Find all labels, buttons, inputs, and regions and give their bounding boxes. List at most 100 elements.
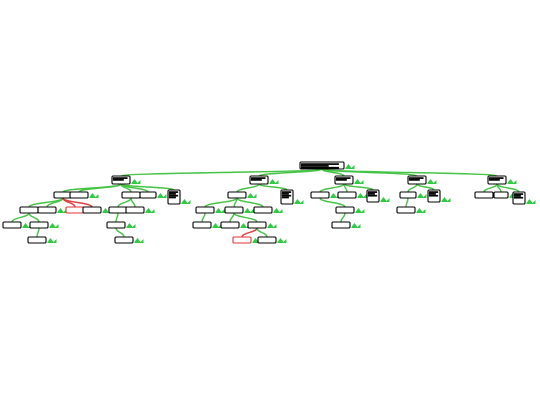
tree-node-e4[interactable]	[257, 236, 287, 244]
node-text-line	[408, 177, 424, 179]
node-text-line	[335, 177, 351, 179]
node-box	[82, 206, 102, 214]
edge-a5-b13	[483, 183, 498, 193]
status-marker-icon	[181, 199, 191, 204]
node-box	[2, 221, 22, 229]
status-marker-icon	[22, 223, 32, 228]
edge-d6-e3	[241, 227, 258, 238]
status-marker-icon	[273, 208, 283, 213]
node-text-line	[335, 179, 347, 181]
edge-a2-b6	[236, 183, 260, 193]
status-marker-icon	[351, 223, 361, 228]
edge-root-a5	[321, 168, 498, 177]
status-marker-icon	[57, 208, 67, 213]
edge-a1-b1	[62, 183, 122, 193]
tree-node-b7[interactable]	[280, 189, 304, 205]
node-box	[331, 221, 351, 229]
node-text-line	[408, 179, 420, 181]
status-marker-icon	[417, 193, 427, 198]
tree-node-c8[interactable]	[224, 206, 254, 214]
edge-a4-b11	[407, 183, 418, 193]
tree-node-c6[interactable]	[125, 206, 155, 214]
node-box	[108, 206, 128, 214]
edge-a3-b8	[319, 183, 345, 193]
node-text-line	[300, 166, 339, 169]
tree-node-b10[interactable]	[366, 189, 390, 203]
tree-node-a3[interactable]	[334, 175, 364, 185]
tree-node-a1[interactable]	[111, 175, 141, 185]
tree-node-d3[interactable]	[106, 221, 136, 229]
edge-d2-e1	[36, 227, 40, 238]
tree-node-root[interactable]	[299, 161, 355, 170]
tree-node-b6[interactable]	[227, 191, 257, 199]
tree-node-d4[interactable]	[192, 221, 222, 229]
status-marker-icon	[441, 197, 451, 202]
status-marker-icon	[247, 193, 257, 198]
tree-node-a5[interactable]	[487, 175, 517, 185]
edge-c1-d1	[11, 212, 30, 223]
node-text-line	[513, 195, 521, 197]
tree-node-b5[interactable]	[167, 189, 191, 205]
tree-node-b12[interactable]	[427, 189, 451, 203]
node-box	[139, 191, 157, 199]
tree-node-a2[interactable]	[249, 175, 279, 185]
tree-node-a4[interactable]	[407, 175, 437, 185]
status-marker-icon	[345, 164, 355, 169]
node-text-line	[428, 193, 436, 195]
tree-node-b11[interactable]	[399, 191, 427, 199]
node-text-line	[367, 191, 378, 193]
tree-node-b9[interactable]	[337, 191, 367, 199]
node-box	[192, 221, 212, 229]
node-text-line	[300, 165, 329, 167]
node-box	[195, 206, 215, 214]
tree-node-c2[interactable]	[37, 206, 67, 214]
node-box	[247, 221, 267, 229]
tree-node-c9[interactable]	[253, 206, 283, 214]
tree-node-d1[interactable]	[2, 221, 32, 229]
node-text-line	[428, 191, 439, 193]
node-box	[69, 191, 89, 199]
status-marker-icon	[526, 199, 536, 204]
tree-node-b2[interactable]	[69, 191, 99, 199]
status-marker-icon	[131, 179, 141, 184]
status-marker-icon	[212, 223, 222, 228]
node-text-line	[281, 193, 289, 195]
node-box	[396, 206, 416, 214]
tree-node-d2[interactable]	[29, 221, 59, 229]
tree-node-d5[interactable]	[220, 221, 250, 229]
node-text-line	[367, 194, 378, 197]
tree-node-c10[interactable]	[335, 206, 365, 214]
status-marker-icon	[294, 199, 304, 204]
tree-node-b8[interactable]	[310, 191, 340, 199]
node-text-line	[300, 163, 339, 165]
node-text-line	[250, 179, 262, 181]
tree-node-b15[interactable]	[512, 191, 536, 205]
node-text-line	[488, 179, 500, 181]
edge-b8-c10	[319, 197, 346, 208]
tree-node-e3[interactable]	[232, 236, 262, 244]
edge-d6-e4	[256, 227, 268, 238]
tree-node-b4[interactable]	[139, 191, 167, 199]
node-layer	[2, 161, 536, 244]
node-box	[493, 191, 509, 199]
tree-node-d7[interactable]	[331, 221, 361, 229]
status-marker-icon	[267, 223, 277, 228]
edge-b11-c11	[405, 197, 409, 208]
node-box	[65, 206, 85, 214]
node-text-line	[168, 193, 176, 195]
tree-node-c7[interactable]	[195, 206, 225, 214]
edge-c10-d7	[340, 212, 346, 223]
node-box	[114, 236, 134, 244]
edge-root-a2	[258, 168, 323, 177]
status-marker-icon	[380, 197, 390, 202]
node-box	[257, 236, 277, 244]
tree-node-e2[interactable]	[114, 236, 144, 244]
tree-node-c11[interactable]	[396, 206, 426, 214]
node-box	[227, 191, 247, 199]
node-box	[53, 191, 73, 199]
tree-node-c4[interactable]	[82, 206, 112, 214]
status-marker-icon	[355, 208, 365, 213]
tree-node-e1[interactable]	[27, 236, 57, 244]
node-text-line	[250, 177, 266, 179]
tree-node-d6[interactable]	[247, 221, 277, 229]
